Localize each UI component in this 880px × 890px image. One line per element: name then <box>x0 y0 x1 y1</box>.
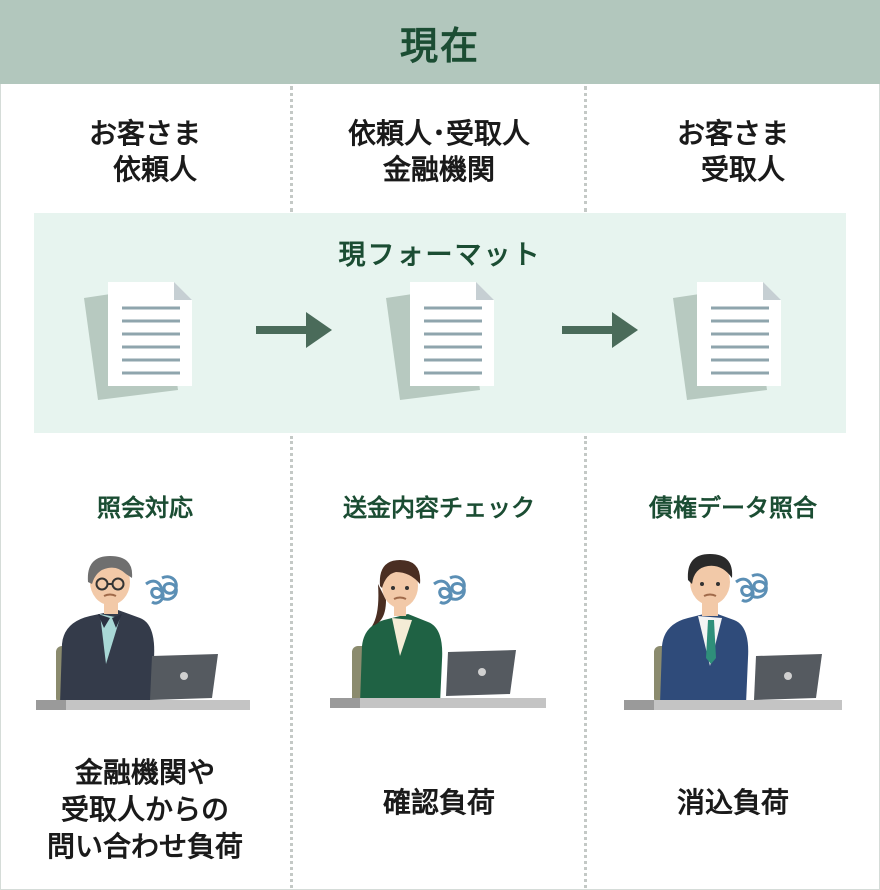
arrow-right-icon <box>562 312 638 348</box>
burden-label: 確認負荷 <box>294 784 584 821</box>
column-divider <box>290 86 293 212</box>
burden-label: 消込負荷 <box>588 784 878 821</box>
column-heading-remitter: お客さま 依頼人 <box>0 116 290 188</box>
burden-line: 金融機関や <box>74 756 215 789</box>
burden-line: 受取人からの <box>60 793 229 826</box>
worried-woman-at-laptop-illustration <box>330 560 546 708</box>
task-label: 送金内容チェック <box>343 494 535 522</box>
column-heading-beneficiary: お客さま 受取人 <box>588 116 878 188</box>
column-heading-line: 依頼人 <box>112 153 197 186</box>
column-divider <box>584 436 587 888</box>
burden-line: 消込負荷 <box>676 786 789 819</box>
column-heading-line: お客さま <box>88 117 201 150</box>
document-icon <box>84 282 192 400</box>
format-band-title: 現フォーマット <box>338 240 542 271</box>
worried-young-man-at-laptop-illustration <box>624 554 842 710</box>
task-label: 照会対応 <box>97 494 193 522</box>
arrow-right-icon <box>256 312 332 348</box>
header-bar: 現在 <box>0 0 880 84</box>
column-heading-line: 金融機関 <box>382 153 495 186</box>
column-divider <box>584 86 587 212</box>
header-title: 現在 <box>399 23 480 68</box>
column-heading-line: お客さま <box>676 117 789 150</box>
column-divider <box>290 436 293 888</box>
document-icon <box>386 282 494 400</box>
burden-line: 問い合わせ負荷 <box>46 830 243 863</box>
column-heading-line: 依頼人･受取人 <box>347 117 530 150</box>
column-heading-line: 受取人 <box>700 153 785 186</box>
worried-older-man-at-laptop-illustration <box>36 556 250 710</box>
document-icon <box>673 282 781 400</box>
task-label: 債権データ照合 <box>649 494 817 522</box>
burden-line: 確認負荷 <box>382 786 495 819</box>
burden-label: 金融機関や 受取人からの 問い合わせ負荷 <box>0 754 290 865</box>
column-heading-bank: 依頼人･受取人 金融機関 <box>294 116 584 188</box>
